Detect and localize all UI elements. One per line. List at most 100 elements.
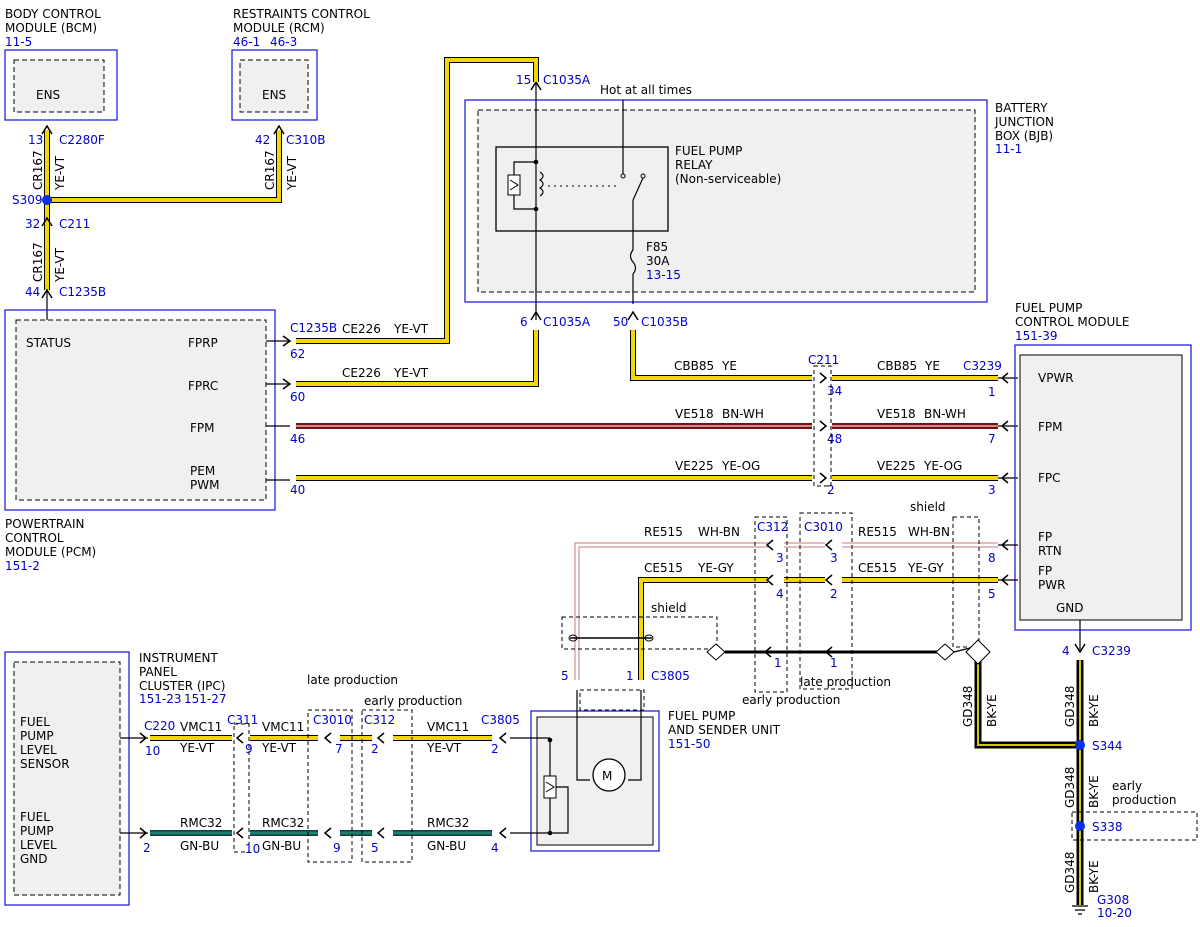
fpsu-ref: 151-50 bbox=[668, 737, 711, 751]
rcm-title-line2: MODULE (RCM) bbox=[233, 21, 325, 35]
bjb-ref: 11-1 bbox=[995, 142, 1022, 156]
ipc-title1: INSTRUMENT bbox=[139, 651, 218, 665]
pin-10: 10 bbox=[145, 744, 160, 758]
fpcm-ref: 151-39 bbox=[1015, 329, 1058, 343]
wire-gnbu-c: GN-BU bbox=[427, 839, 466, 853]
shield-wire bbox=[561, 616, 979, 661]
pin-46: 46 bbox=[290, 432, 305, 446]
c312-label-a: C312 bbox=[757, 520, 788, 534]
shield-label-a: shield bbox=[910, 500, 946, 514]
ipc-module: FUEL PUMP LEVEL SENSOR FUEL PUMP LEVEL G… bbox=[4, 651, 227, 906]
c3805-label-a: C3805 bbox=[651, 669, 690, 683]
pcm-pwm: PWM bbox=[190, 478, 219, 492]
wire-ve518-b: VE518 bbox=[877, 407, 916, 421]
c312-connector-a bbox=[754, 516, 788, 693]
pin-1b: 1 bbox=[774, 656, 782, 670]
wire-yeog-b: YE-OG bbox=[923, 459, 962, 473]
pcm-ref: 151-2 bbox=[5, 559, 40, 573]
wire-bnwh-b: BN-WH bbox=[924, 407, 966, 421]
wire-bkye-d: BK-YE bbox=[1087, 860, 1101, 893]
pin-42: 42 bbox=[255, 133, 270, 147]
c211-connector bbox=[813, 365, 832, 487]
pin-15: 15 bbox=[516, 73, 531, 87]
c3010-label-a: C3010 bbox=[804, 520, 843, 534]
bcm-title-line1: BODY CONTROL bbox=[5, 7, 101, 21]
wire-ve225-a: VE225 bbox=[675, 459, 714, 473]
pin-1e: 1 bbox=[626, 669, 634, 683]
fuse-icon bbox=[629, 249, 637, 304]
wire-ce226-a: CE226 bbox=[342, 322, 381, 336]
fpcm-pwr: PWR bbox=[1038, 578, 1065, 592]
c311-label: C311 bbox=[227, 713, 258, 727]
wire-gnbu-b: GN-BU bbox=[262, 839, 301, 853]
fuse-rating: 30A bbox=[646, 254, 670, 268]
bcm-box bbox=[4, 49, 118, 121]
pin-48: 48 bbox=[827, 432, 842, 446]
pin-60: 60 bbox=[290, 390, 305, 404]
c1235b-label-b: C1235B bbox=[290, 321, 337, 335]
pin-44: 44 bbox=[25, 285, 40, 299]
fpcm-title2: CONTROL MODULE bbox=[1015, 315, 1130, 329]
fpcm-fpm: FPM bbox=[1038, 420, 1063, 434]
c2280f-label: C2280F bbox=[59, 133, 105, 147]
pcm-status: STATUS bbox=[26, 336, 71, 350]
ipc-inner bbox=[13, 661, 121, 896]
fpcm-fp2: FP bbox=[1038, 564, 1052, 578]
hot-at-all-times: Hot at all times bbox=[600, 83, 692, 97]
wire-yevt-h: YE-VT bbox=[426, 741, 462, 755]
fuse-name: F85 bbox=[646, 240, 668, 254]
wire-ve518-a: VE518 bbox=[675, 407, 714, 421]
pin-1: 1 bbox=[988, 385, 996, 399]
wire-yevt-f: YE-VT bbox=[179, 741, 215, 755]
c211-label-b: C211 bbox=[808, 353, 839, 367]
wire-re515-a: RE515 bbox=[644, 525, 683, 539]
wire-bkye-b: BK-YE bbox=[1087, 694, 1101, 727]
c220-label: C220 bbox=[144, 719, 175, 733]
g308-ref: 10-20 bbox=[1097, 906, 1132, 920]
fpsu-box bbox=[530, 710, 660, 852]
ipc-sensor3: LEVEL bbox=[20, 743, 57, 757]
wire-bnwh-a: BN-WH bbox=[722, 407, 764, 421]
wire-gd348-a: GD348 bbox=[961, 686, 975, 727]
fpcm-rtn: RTN bbox=[1038, 544, 1062, 558]
ipc-gnd4: GND bbox=[20, 852, 48, 866]
wire-gd348-d: GD348 bbox=[1063, 852, 1077, 893]
pin-3: 3 bbox=[988, 483, 996, 497]
early-label: early bbox=[1112, 779, 1142, 793]
pcm-title2: CONTROL bbox=[5, 531, 64, 545]
wire-re515-b: RE515 bbox=[858, 525, 897, 539]
ipc-ref1: 151-23 bbox=[139, 692, 182, 706]
pin-9: 9 bbox=[245, 742, 253, 756]
c1035a-label-top: C1035A bbox=[543, 73, 591, 87]
rcm-inner bbox=[239, 59, 309, 113]
pin-4b: 4 bbox=[776, 587, 784, 601]
rcm-module: RESTRAINTS CONTROL MODULE (RCM) 46-1 46-… bbox=[231, 7, 370, 121]
ipc-sensor4: SENSOR bbox=[20, 757, 70, 771]
pin-2c: 2 bbox=[830, 587, 838, 601]
ipc-ref2: 151-27 bbox=[184, 692, 227, 706]
pcm-module: STATUS FPRP FPRC FPM PEM PWM POWERTRAIN … bbox=[4, 309, 276, 573]
wire-bkye-a: BK-YE bbox=[985, 694, 999, 727]
wire-rmc32-c: RMC32 bbox=[427, 816, 469, 830]
pcm-box bbox=[4, 309, 276, 511]
wire-yevt-d: YE-VT bbox=[393, 322, 429, 336]
wire-ve225-b: VE225 bbox=[877, 459, 916, 473]
early-production-a: early production bbox=[742, 693, 840, 707]
early-production-b: early production bbox=[364, 694, 462, 708]
pin-7b: 7 bbox=[335, 742, 343, 756]
ipc-gnd2: PUMP bbox=[20, 824, 54, 838]
shield-connector bbox=[952, 516, 980, 648]
fpcm-title1: FUEL PUMP bbox=[1015, 301, 1082, 315]
fpsu-title2: AND SENDER UNIT bbox=[668, 723, 781, 737]
ipc-gnd3: LEVEL bbox=[20, 838, 57, 852]
pin-5c: 5 bbox=[371, 841, 379, 855]
motor-label: M bbox=[602, 769, 612, 783]
bjb-title3: BOX (BJB) bbox=[995, 129, 1053, 143]
bcm-ens-pin: ENS bbox=[36, 88, 60, 102]
pin-3b: 3 bbox=[776, 551, 784, 565]
bjb-title1: BATTERY bbox=[995, 101, 1048, 115]
pin-8: 8 bbox=[988, 551, 996, 565]
wire-rmc32-a: RMC32 bbox=[180, 816, 222, 830]
fpcm-module: FUEL PUMP CONTROL MODULE 151-39 VPWR FPM… bbox=[1014, 301, 1192, 631]
